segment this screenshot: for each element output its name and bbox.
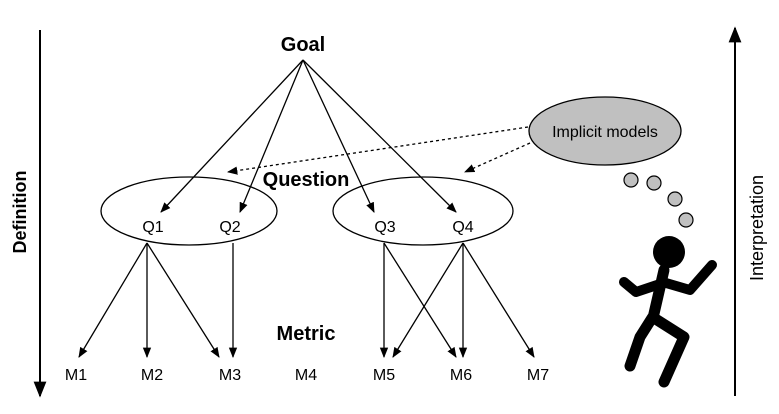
question-group-left — [100, 176, 278, 246]
q4-label: Q4 — [452, 219, 473, 236]
question-label: Question — [263, 169, 350, 191]
question-group-right — [332, 176, 514, 246]
implicit-models-label: Implicit models — [552, 124, 658, 141]
definition-label: Definition — [10, 171, 30, 254]
metric-label: Metric — [277, 323, 336, 345]
m7-label: M7 — [527, 367, 549, 384]
interpretation-label: Interpretation — [747, 175, 767, 281]
m1-label: M1 — [65, 367, 87, 384]
m5-label: M5 — [373, 367, 395, 384]
m4-label: M4 — [295, 367, 317, 384]
stick-figure-icon — [619, 236, 717, 388]
m3-label: M3 — [219, 367, 241, 384]
q1-label: Q1 — [142, 219, 163, 236]
q3-label: Q3 — [374, 219, 395, 236]
m6-label: M6 — [450, 367, 472, 384]
implicit-model-arrows — [226, 126, 531, 175]
thought-dots — [623, 172, 694, 228]
q2-label: Q2 — [219, 219, 240, 236]
question-arrows — [78, 242, 535, 359]
goal-label: Goal — [281, 34, 325, 56]
m2-label: M2 — [141, 367, 163, 384]
implicit-models-bubble — [528, 96, 682, 166]
